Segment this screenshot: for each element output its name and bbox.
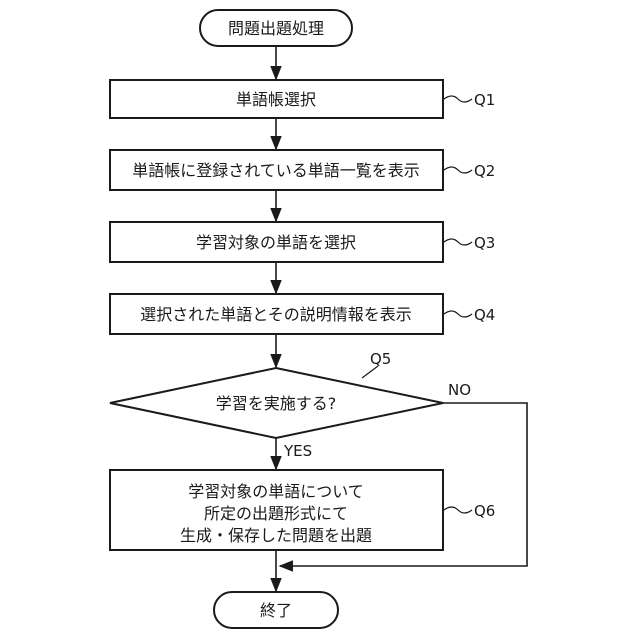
decision-id: Q5 [370, 350, 391, 368]
step-q6-id: Q6 [474, 502, 495, 520]
step-q1-text: 単語帳選択 [236, 90, 316, 109]
step-q2-id: Q2 [474, 162, 495, 180]
step-q2-text: 単語帳に登録されている単語一覧を表示 [132, 161, 420, 180]
decision-text: 学習を実施する? [216, 394, 337, 413]
step-q6-line-1: 学習対象の単語について [188, 482, 364, 501]
q1-leader [444, 96, 472, 102]
no-label: NO [448, 381, 471, 399]
process-step-q4: 選択された単語とその説明情報を表示 [110, 294, 443, 334]
q2-leader [444, 167, 472, 173]
process-step-q6: 学習対象の単語について 所定の出題形式にて 生成・保存した問題を出題 [110, 470, 443, 550]
end-label: 終了 [260, 601, 292, 620]
step-q3-text: 学習対象の単語を選択 [196, 233, 356, 252]
process-step-q2: 単語帳に登録されている単語一覧を表示 [110, 150, 443, 190]
start-terminator: 問題出題処理 [200, 10, 352, 46]
step-q1-id: Q1 [474, 91, 495, 109]
end-terminator: 終了 [214, 592, 338, 628]
step-q6-line-2: 所定の出題形式にて [204, 504, 348, 523]
start-label: 問題出題処理 [228, 19, 324, 38]
step-q6-line-3: 生成・保存した問題を出題 [180, 526, 372, 545]
process-step-q1: 単語帳選択 [110, 80, 443, 118]
process-step-q3: 学習対象の単語を選択 [110, 222, 443, 262]
step-q3-id: Q3 [474, 234, 495, 252]
decision-q5: 学習を実施する? [110, 368, 443, 438]
q4-leader [444, 311, 472, 317]
yes-label: YES [283, 442, 312, 460]
step-q4-id: Q4 [474, 306, 495, 324]
q6-leader [444, 507, 472, 513]
q3-leader [444, 239, 472, 245]
step-q4-text: 選択された単語とその説明情報を表示 [140, 305, 412, 324]
